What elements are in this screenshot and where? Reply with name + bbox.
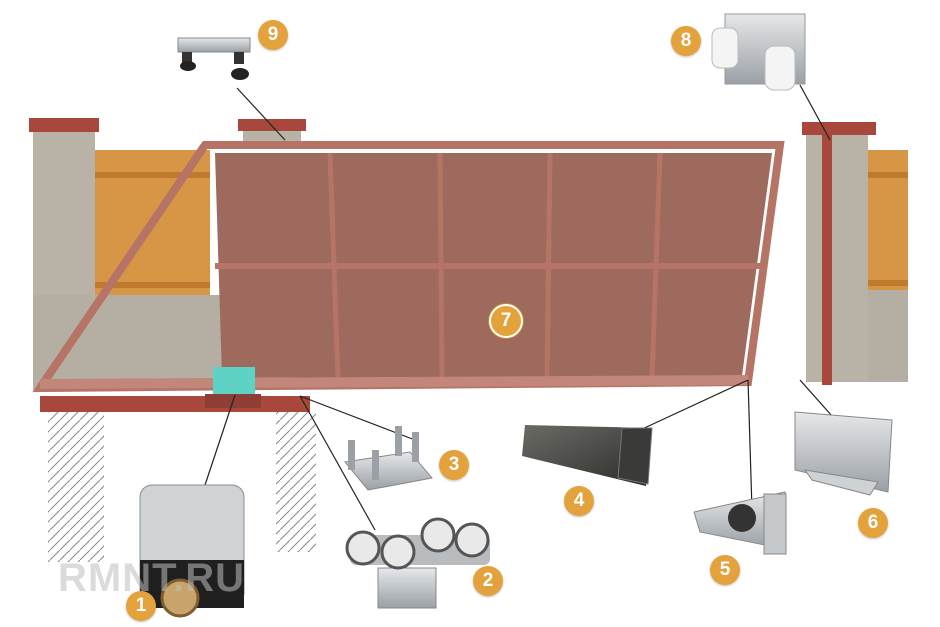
guide-beam xyxy=(522,425,653,486)
roller-carriage xyxy=(345,517,490,609)
callout-1: 1 xyxy=(126,591,156,621)
callout-6: 6 xyxy=(858,508,888,538)
callout-4: 4 xyxy=(564,486,594,516)
callout-7: 7 xyxy=(489,304,523,338)
watermark: RMNT.RU xyxy=(58,556,245,600)
callout-3: 3 xyxy=(439,450,469,480)
mounting-plate xyxy=(344,426,433,491)
callout-8: 8 xyxy=(671,26,701,56)
gate-leaf xyxy=(32,141,785,393)
callout-5: 5 xyxy=(710,555,740,585)
left-wall xyxy=(33,295,233,390)
upper-catcher xyxy=(711,13,806,91)
right-fence xyxy=(868,150,908,382)
right-pillar xyxy=(802,122,876,385)
callout-2: 2 xyxy=(473,566,503,596)
end-roller xyxy=(693,491,787,555)
lower-catcher xyxy=(794,411,893,496)
top-guide-rollers xyxy=(177,37,251,80)
drive-motor xyxy=(139,484,245,618)
callout-9: 9 xyxy=(258,20,288,50)
